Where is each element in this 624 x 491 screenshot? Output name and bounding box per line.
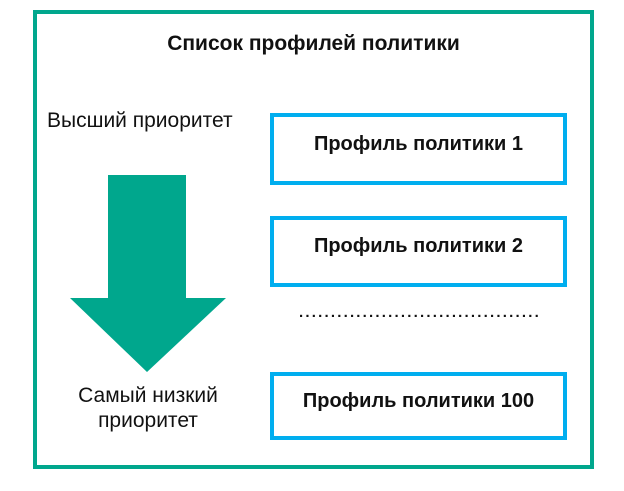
profile-box-2: Профиль политики 2	[270, 216, 567, 287]
lowest-priority-label: Самый низкий приоритет	[78, 384, 218, 432]
diagram-title: Список профилей политики	[167, 32, 460, 55]
profile-box-100: Профиль политики 100	[270, 372, 567, 440]
priority-down-arrow-icon	[70, 175, 226, 372]
arrow-shape	[70, 175, 226, 372]
ellipsis-dots: ........................................…	[299, 304, 540, 321]
highest-priority-label: Высший приоритет	[47, 109, 233, 132]
profile-box-1: Профиль политики 1	[270, 113, 567, 185]
